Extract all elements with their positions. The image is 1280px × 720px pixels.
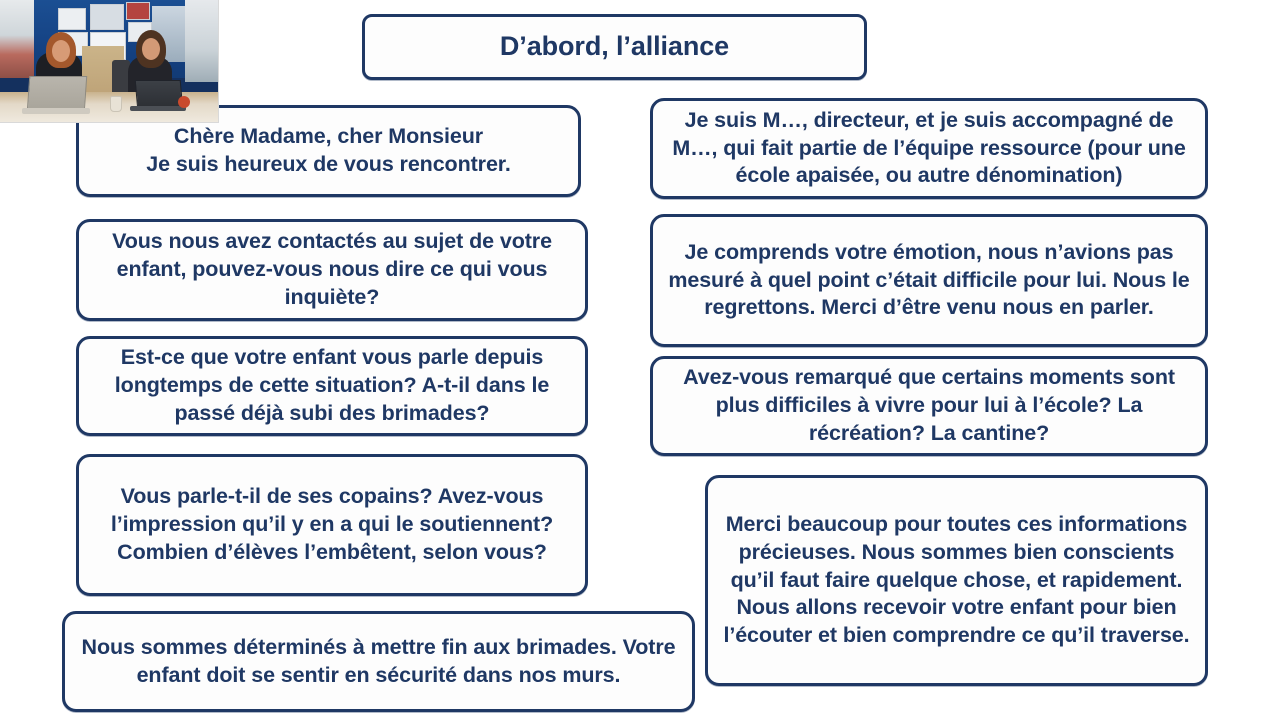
laptop-right-base: [130, 106, 186, 111]
bubble-depuis-longtemps-text: Est-ce que votre enfant vous parle depui…: [114, 345, 550, 425]
chair: [112, 60, 130, 100]
presenter-right-face: [142, 38, 160, 60]
bubble-emotion-text: Je comprends votre émotion, nous n’avion…: [668, 239, 1190, 320]
cup-icon: [110, 96, 122, 112]
wall-poster-5: [126, 2, 150, 20]
bubble-presentation-directeur-text: Je suis M…, directeur, et je suis accomp…: [672, 107, 1186, 188]
bubble-depuis-longtemps: Est-ce que votre enfant vous parle depui…: [76, 336, 588, 436]
laptop-left-base: [22, 108, 90, 114]
bubble-copains: Vous parle-t-il de ses copains? Avez-vou…: [76, 454, 588, 596]
bubble-determines-text: Nous sommes déterminés à mettre fin aux …: [81, 634, 676, 687]
bubble-moments-difficiles: Avez-vous remarqué que certains moments …: [650, 356, 1208, 456]
page-title: D’abord, l’alliance: [499, 31, 730, 62]
bubble-merci-text: Merci beaucoup pour toutes ces informati…: [723, 511, 1190, 648]
bubble-contact: Vous nous avez contactés au sujet de vot…: [76, 219, 588, 321]
wall-poster-1: [58, 8, 86, 30]
laptop-left-screen: [26, 76, 88, 112]
bubble-contact-text: Vous nous avez contactés au sujet de vot…: [112, 229, 552, 309]
bubble-presentation-directeur: Je suis M…, directeur, et je suis accomp…: [650, 98, 1208, 199]
window-left: [0, 0, 34, 78]
webcam-video-overlay[interactable]: [0, 0, 219, 123]
bubble-moments-difficiles-text: Avez-vous remarqué que certains moments …: [683, 365, 1175, 445]
bubble-copains-text: Vous parle-t-il de ses copains? Avez-vou…: [110, 484, 554, 564]
window-right: [185, 0, 218, 82]
desk-object-red: [178, 96, 190, 108]
slide-title-box: D’abord, l’alliance: [362, 14, 867, 80]
bubble-emotion: Je comprends votre émotion, nous n’avion…: [650, 214, 1208, 347]
presenter-left-face: [52, 40, 70, 62]
bubble-merci: Merci beaucoup pour toutes ces informati…: [705, 475, 1208, 686]
wall-poster-2: [90, 4, 124, 30]
bubble-determines: Nous sommes déterminés à mettre fin aux …: [62, 611, 695, 712]
